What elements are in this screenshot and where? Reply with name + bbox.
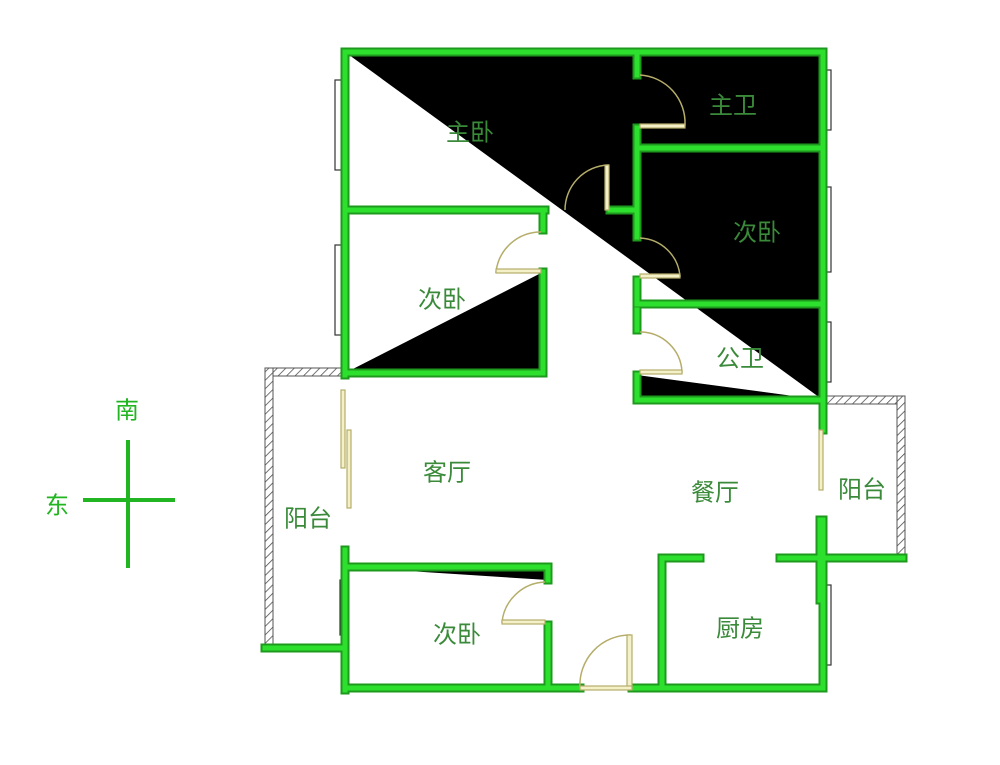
room-label-dining-room: 餐厅 [691, 478, 739, 507]
compass-south-label: 南 [115, 396, 139, 425]
walls [265, 52, 903, 690]
room-label-balcony-right: 阳台 [838, 475, 886, 504]
room-label-bedroom-right: 次卧 [733, 218, 781, 247]
room-label-bedroom-bottom: 次卧 [433, 620, 481, 649]
room-label-kitchen: 厨房 [716, 614, 764, 643]
compass-east-label: 东 [45, 491, 69, 520]
doors [495, 74, 686, 691]
room-label-master-bedroom: 主卧 [446, 118, 494, 147]
room-label-master-bath: 主卫 [709, 91, 757, 120]
room-label-public-bath: 公卫 [716, 344, 764, 373]
sliding-doors [340, 389, 824, 509]
room-label-balcony-left: 阳台 [284, 504, 332, 533]
room-label-bedroom-left: 次卧 [418, 285, 466, 314]
compass-icon [83, 440, 175, 568]
room-label-living-room: 客厅 [423, 458, 471, 487]
